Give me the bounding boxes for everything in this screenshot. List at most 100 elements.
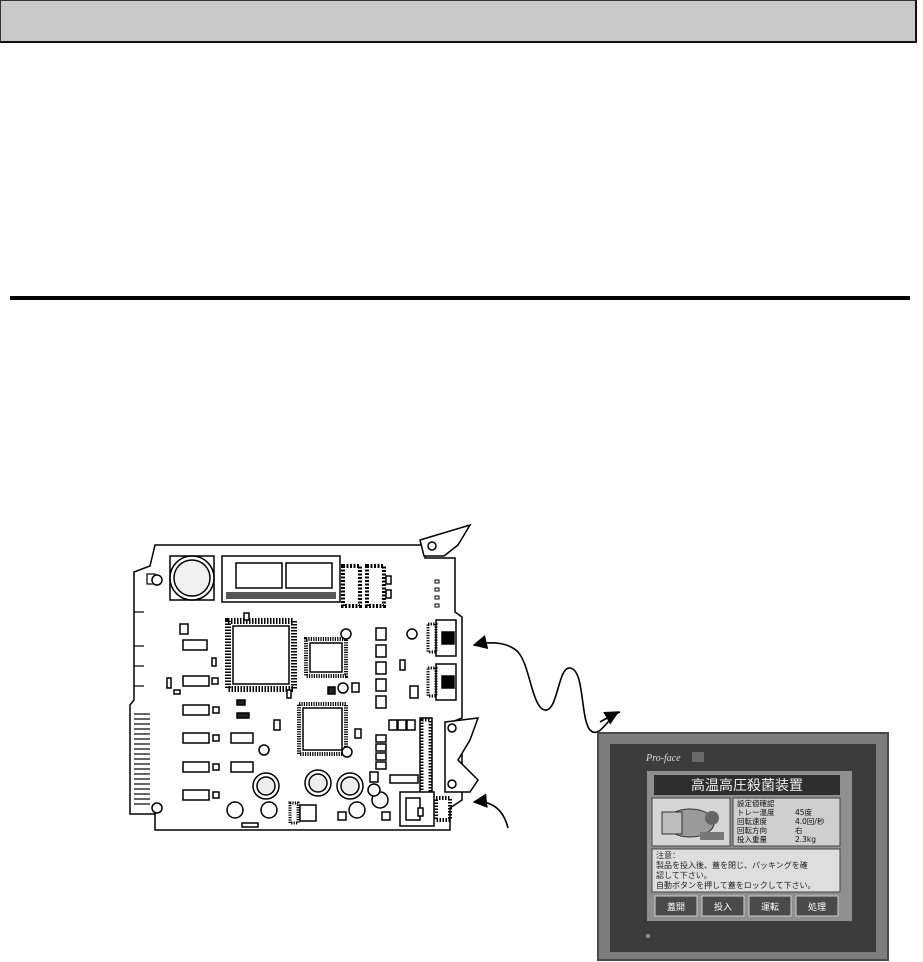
smd-component xyxy=(354,728,362,739)
notice-line: 認して下さい。 xyxy=(656,870,712,880)
screen-button-label: 処理 xyxy=(808,901,826,913)
serial-port-connector xyxy=(426,619,457,657)
smd-component xyxy=(182,675,210,687)
mounting-hole xyxy=(341,746,353,758)
smd-component xyxy=(230,761,254,773)
readout-label: トレー温度 xyxy=(737,807,775,817)
readout-heading: 設定値確認 xyxy=(737,798,775,808)
screen-title-bar xyxy=(654,775,840,795)
smd-component xyxy=(182,789,210,801)
screen-button-run[interactable]: 運転 xyxy=(748,895,792,917)
capacitor xyxy=(336,772,364,800)
screen-button-label: 投入 xyxy=(714,901,732,913)
panel-logo: Pro-face xyxy=(645,753,681,764)
readout-value: 45度 xyxy=(795,807,813,817)
notice-line: 注意： xyxy=(656,850,680,860)
ejector-hole xyxy=(447,779,457,789)
smd-component xyxy=(389,774,419,784)
circuit-board xyxy=(129,523,480,831)
screen-button-label: 運転 xyxy=(761,902,779,913)
section-divider-rule xyxy=(10,296,910,300)
smd-component xyxy=(417,807,424,817)
ejector-hole xyxy=(447,723,457,733)
memory-socket xyxy=(221,555,341,603)
readout-value: 2.3kg xyxy=(795,835,816,844)
via-column xyxy=(434,579,440,608)
capacitor xyxy=(348,801,366,819)
smd-component xyxy=(236,699,246,706)
serial-cable-arrow xyxy=(472,634,621,734)
backup-battery xyxy=(169,555,215,601)
readout-label: 回転速度 xyxy=(737,816,767,826)
smd-component xyxy=(212,791,220,799)
smd-component xyxy=(337,811,347,821)
resistor-array xyxy=(369,627,419,783)
smd-component xyxy=(179,623,189,635)
smd-component xyxy=(212,734,220,742)
dip-chip xyxy=(341,564,362,608)
readout-value: 右 xyxy=(795,825,803,835)
capacitor xyxy=(260,801,278,819)
capacitor xyxy=(304,769,332,797)
smd-component xyxy=(173,689,181,695)
dip-chip xyxy=(365,564,386,608)
smd-component xyxy=(212,706,220,714)
edge-connector xyxy=(134,573,156,805)
mounting-hole xyxy=(340,628,352,640)
capacitor xyxy=(226,801,244,819)
serial-port-connector xyxy=(426,663,457,701)
smd-component xyxy=(286,689,292,699)
notice-line: 自動ボタンを押して蓋をロックして下さい。 xyxy=(656,880,816,890)
screen-button-lid-open[interactable]: 蓋開 xyxy=(654,895,698,917)
readout-area xyxy=(732,797,841,847)
mounting-hole xyxy=(258,744,270,756)
smd-component xyxy=(211,657,217,667)
smd-component xyxy=(243,612,250,621)
memory-chip xyxy=(285,562,333,589)
screen-title: 高温高圧殺菌装置 xyxy=(691,777,803,794)
machine-illustration xyxy=(651,797,731,847)
smd-component xyxy=(385,589,392,599)
smd-component xyxy=(381,811,391,821)
power-connector xyxy=(399,791,452,827)
smd-component xyxy=(385,575,392,585)
smd-component xyxy=(288,801,300,825)
lever-hole xyxy=(427,541,437,551)
smd-component xyxy=(273,719,281,731)
controller-chip xyxy=(304,637,348,678)
notice-line: 製品を投入後、蓋を閉じ、パッキングを確 xyxy=(656,860,808,870)
screen-button-load[interactable]: 投入 xyxy=(701,895,745,917)
main-processor-chip xyxy=(225,618,297,692)
mounting-hole xyxy=(151,802,163,814)
smd-component xyxy=(166,677,172,689)
readout-value: 4.0回/秒 xyxy=(795,816,825,826)
ribbon-header xyxy=(419,717,433,801)
smd-component xyxy=(230,732,254,744)
readout-label: 投入重量 xyxy=(737,834,767,844)
smd-component xyxy=(182,639,208,651)
board-ejector-lever xyxy=(419,523,472,557)
smd-component xyxy=(182,732,210,744)
smd-component xyxy=(236,712,250,719)
smd-component xyxy=(182,761,210,773)
section-header-bar xyxy=(0,0,917,43)
screen-button-label: 蓋開 xyxy=(667,901,685,913)
readout-label: 回転方向 xyxy=(737,825,767,835)
screen-button-process[interactable]: 処理 xyxy=(795,895,839,917)
smd-component xyxy=(211,677,219,685)
power-led xyxy=(646,934,650,938)
panel-logo-mark xyxy=(692,752,704,762)
smd-component xyxy=(212,763,220,771)
smd-component xyxy=(351,682,360,693)
smd-component xyxy=(241,822,259,828)
smd-component xyxy=(327,686,336,695)
mounting-hole xyxy=(337,682,349,694)
mounting-hole xyxy=(151,574,163,586)
capacitor xyxy=(367,783,381,797)
power-cable-arrow xyxy=(472,793,509,829)
board-ejector-lower xyxy=(444,717,480,793)
smd-component xyxy=(182,704,210,716)
memory-chip xyxy=(235,562,283,589)
notice-area xyxy=(651,848,841,893)
